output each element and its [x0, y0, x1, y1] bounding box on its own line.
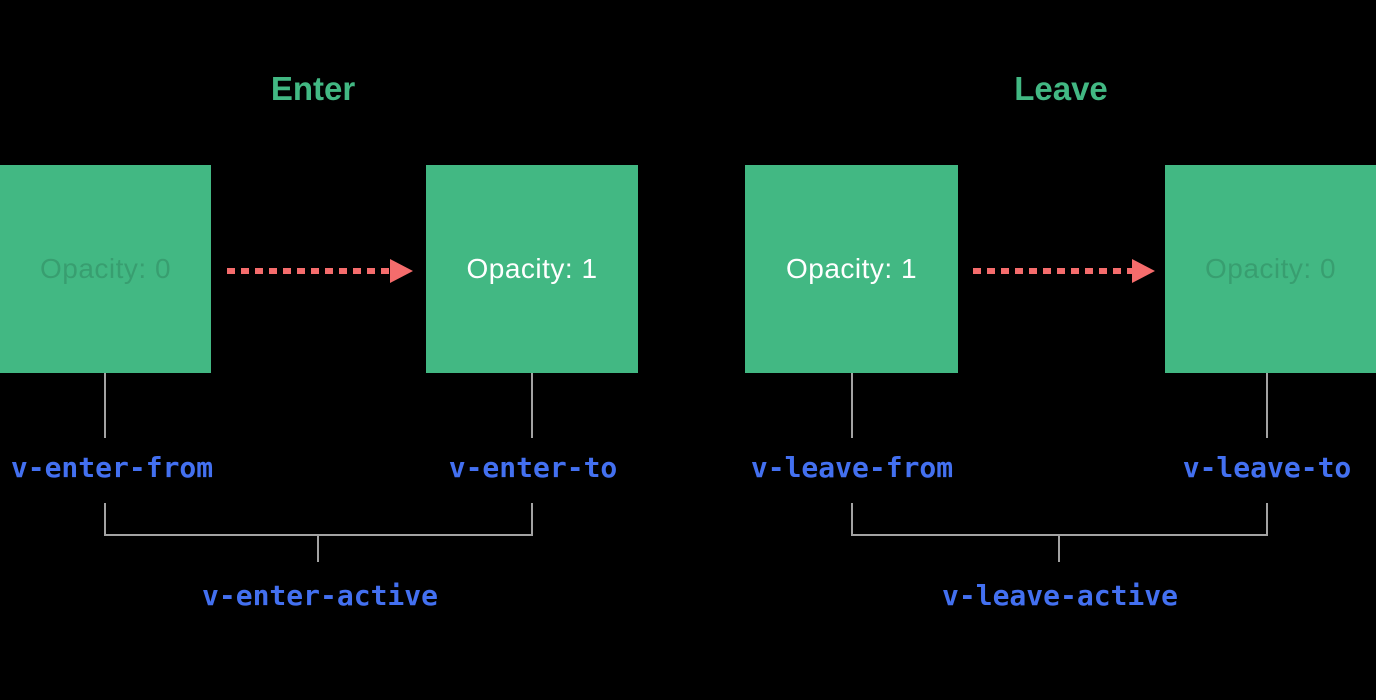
leave-to-connector-line — [1266, 373, 1268, 438]
enter-active-bracket-stem — [317, 536, 319, 562]
arrow-head-icon — [390, 259, 413, 283]
leave-to-box: Opacity: 0 — [1165, 165, 1376, 373]
enter-active-class-label: v-enter-active — [201, 579, 439, 612]
enter-from-connector-line — [104, 373, 106, 438]
leave-dashed-arrow-icon — [973, 259, 1155, 283]
enter-to-class-label: v-enter-to — [448, 451, 618, 484]
leave-from-connector-line — [851, 373, 853, 438]
leave-active-bracket — [851, 503, 1268, 536]
leave-from-class-label: v-leave-from — [750, 451, 954, 484]
leave-active-bracket-stem — [1058, 536, 1060, 562]
leave-to-box-label: Opacity: 0 — [1204, 253, 1337, 284]
enter-dashed-arrow-icon — [227, 259, 413, 283]
enter-from-box: Opacity: 0 — [0, 165, 211, 373]
leave-active-class-label: v-leave-active — [941, 579, 1179, 612]
leave-from-box: Opacity: 1 — [745, 165, 958, 373]
leave-from-box-label: Opacity: 1 — [785, 253, 918, 284]
leave-to-class-label: v-leave-to — [1182, 451, 1352, 484]
arrow-dashes — [973, 268, 1132, 274]
enter-from-class-label: v-enter-from — [10, 451, 214, 484]
enter-active-bracket — [104, 503, 533, 536]
leave-section-title: Leave — [1014, 70, 1108, 107]
enter-section-title: Enter — [270, 70, 356, 107]
arrow-head-icon — [1132, 259, 1155, 283]
enter-to-connector-line — [531, 373, 533, 438]
enter-to-box-label: Opacity: 1 — [466, 253, 598, 284]
enter-to-box: Opacity: 1 — [426, 165, 638, 373]
arrow-dashes — [227, 268, 390, 274]
enter-from-box-label: Opacity: 0 — [39, 253, 172, 284]
